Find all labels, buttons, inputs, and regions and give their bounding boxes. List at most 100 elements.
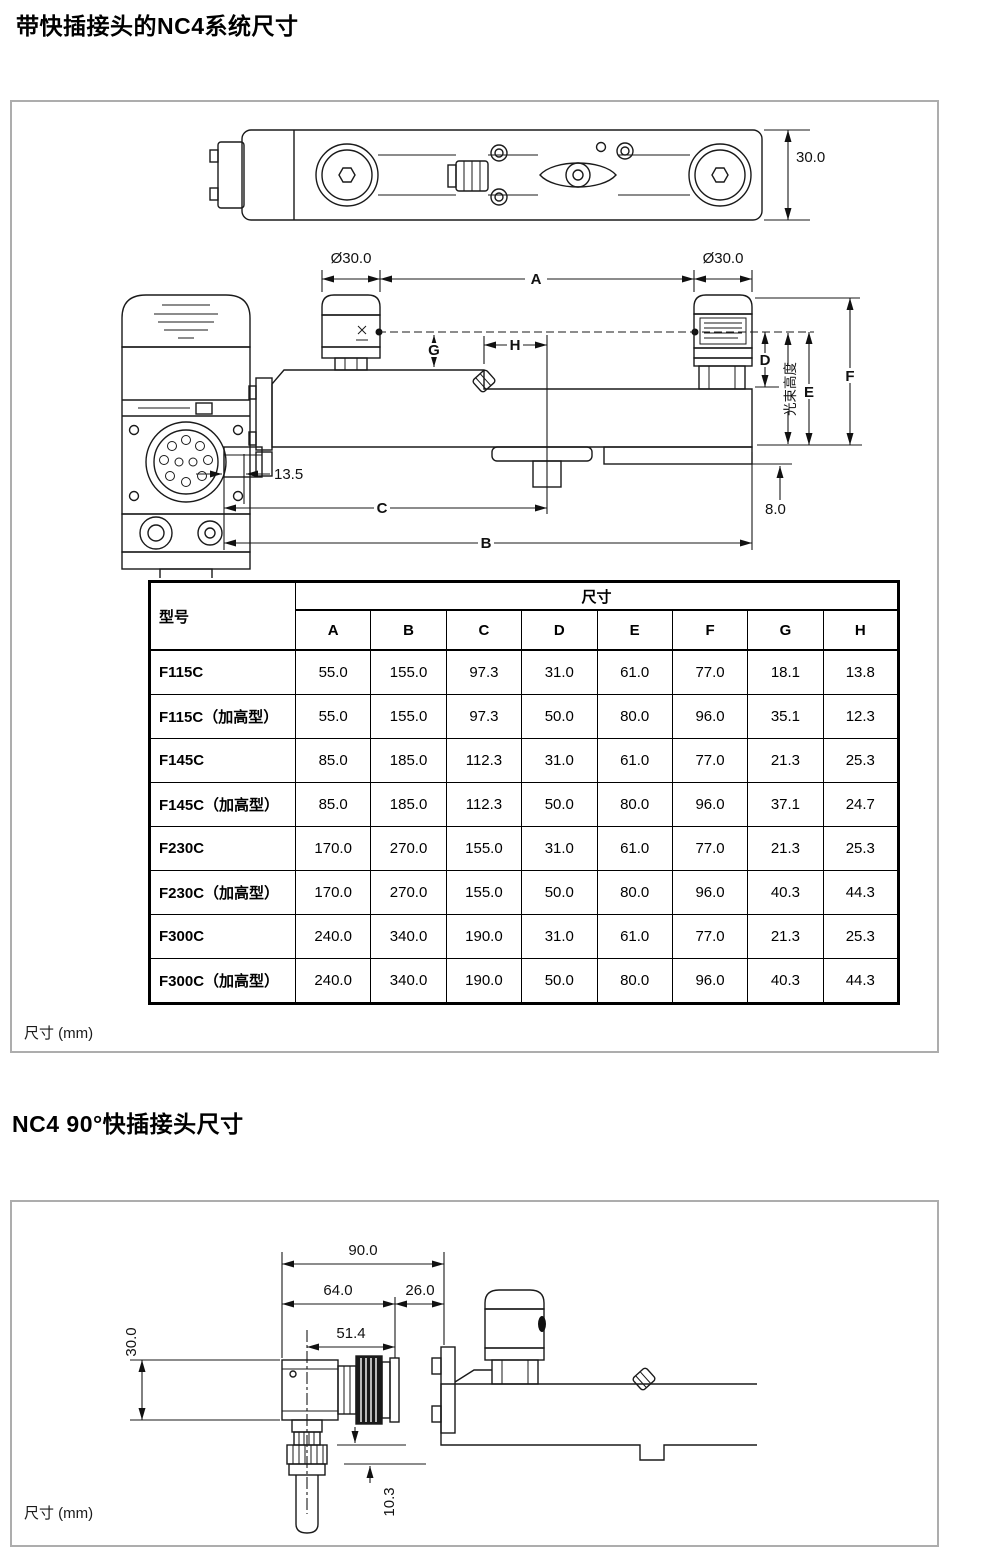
value-cell: 190.0 [445,958,523,1004]
value-cell: 77.0 [671,649,749,695]
side-view-dimensions [196,270,862,550]
value-cell: 97.3 [445,649,523,695]
line-art [121,129,862,578]
table-row: F230C（加高型） 170.0 270.0 155.0 50.0 80.0 9… [149,870,900,915]
dim-label-51-4: 51.4 [336,1325,365,1342]
value-cell: 85.0 [294,738,372,783]
nc4-unit-side [431,1289,757,1461]
model-cell: F230C [149,826,296,871]
dim-label-b: B [481,535,492,552]
value-cell: 40.3 [747,870,824,915]
model-cell: F300C [149,914,296,959]
value-cell: 25.3 [822,914,900,959]
value-cell: 270.0 [370,870,447,915]
dim-label-13-5: 13.5 [274,466,303,483]
value-cell: 12.3 [822,694,900,739]
value-cell: 44.3 [822,958,900,1004]
drawing1-labels: 30.0 Ø30.0 Ø30.0 A F E D G H C B 13.5 8.… [274,149,855,552]
value-cell: 50.0 [521,782,598,827]
dim-label-g: G [428,342,440,359]
value-cell: 31.0 [521,914,598,959]
page-title-connector: NC4 90°快插接头尺寸 [12,1111,244,1137]
nc4-connector-drawing: 90.0 64.0 26.0 51.4 30.0 10.3 [123,1242,757,1534]
dim-label-f: F [845,368,854,385]
end-view-drawing [121,294,251,578]
value-cell: 61.0 [596,914,673,959]
right-angle-connector [281,1355,400,1534]
value-cell: 96.0 [671,870,749,915]
value-cell: 61.0 [596,738,673,783]
col-header-a: A [294,609,372,651]
value-cell: 155.0 [445,870,523,915]
col-header-h: H [822,609,900,651]
value-cell: 13.8 [822,649,900,695]
col-header-c: C [445,609,523,651]
value-cell: 340.0 [370,958,447,1004]
model-cell: F230C（加高型） [149,870,296,915]
dim-label-dia-right: Ø30.0 [703,250,744,267]
drawing2-labels: 90.0 64.0 26.0 51.4 30.0 10.3 [123,1242,435,1517]
value-cell: 190.0 [445,914,523,959]
value-cell: 77.0 [671,826,749,871]
value-cell: 80.0 [596,782,673,827]
value-cell: 96.0 [671,782,749,827]
value-cell: 155.0 [370,694,447,739]
value-cell: 31.0 [521,649,598,695]
value-cell: 80.0 [596,958,673,1004]
col-header-e: E [596,609,673,651]
value-cell: 50.0 [521,870,598,915]
value-cell: 170.0 [294,870,372,915]
value-cell: 55.0 [294,694,372,739]
value-cell: 21.3 [747,826,824,871]
model-cell: F300C（加高型） [149,958,296,1004]
dim-label-10-3: 10.3 [381,1487,398,1516]
table-row: F145C 85.0 185.0 112.3 31.0 61.0 77.0 21… [149,738,900,783]
model-cell: F115C [149,649,296,695]
system-dimensions-panel: 30.0 Ø30.0 Ø30.0 A F E D G H C B 13.5 8.… [10,100,939,1053]
value-cell: 112.3 [445,738,523,783]
drawing2-dimensions [130,1252,445,1514]
units-note: 尺寸 (mm) [24,1505,94,1522]
value-cell: 24.7 [822,782,900,827]
value-cell: 50.0 [521,694,598,739]
value-cell: 155.0 [445,826,523,871]
table-row: F115C（加高型） 55.0 155.0 97.3 50.0 80.0 96.… [149,694,900,739]
value-cell: 96.0 [671,694,749,739]
value-cell: 270.0 [370,826,447,871]
top-view-drawing [209,129,810,221]
beam-height-label: 光束高度 [782,362,798,416]
value-cell: 31.0 [521,738,598,783]
value-cell: 21.3 [747,914,824,959]
value-cell: 85.0 [294,782,372,827]
dim-label-h: H [510,337,521,354]
model-cell: F145C（加高型） [149,782,296,827]
col-header-d: D [521,609,598,651]
value-cell: 77.0 [671,914,749,959]
value-cell: 55.0 [294,649,372,695]
value-cell: 96.0 [671,958,749,1004]
page-title: 带快插接头的NC4系统尺寸 [16,13,299,39]
dim-label-e: E [804,384,814,401]
table-row: F115C 55.0 155.0 97.3 31.0 61.0 77.0 18.… [149,649,900,695]
dim-label-d: D [760,352,771,369]
value-cell: 97.3 [445,694,523,739]
value-cell: 35.1 [747,694,824,739]
value-cell: 31.0 [521,826,598,871]
value-cell: 185.0 [370,738,447,783]
value-cell: 77.0 [671,738,749,783]
col-header-f: F [671,609,749,651]
value-cell: 50.0 [521,958,598,1004]
table-row: F145C（加高型） 85.0 185.0 112.3 50.0 80.0 96… [149,782,900,827]
value-cell: 155.0 [370,649,447,695]
dim-label-dia-left: Ø30.0 [331,250,372,267]
dim-label-30: 30.0 [796,149,825,166]
dim-label-c: C [377,500,388,517]
dims-column-header: 尺寸 [295,581,899,611]
dim-label-a: A [531,271,542,288]
model-cell: F145C [149,738,296,783]
value-cell: 18.1 [747,649,824,695]
value-cell: 61.0 [596,649,673,695]
value-cell: 80.0 [596,870,673,915]
dim-label-90: 90.0 [348,1242,377,1259]
